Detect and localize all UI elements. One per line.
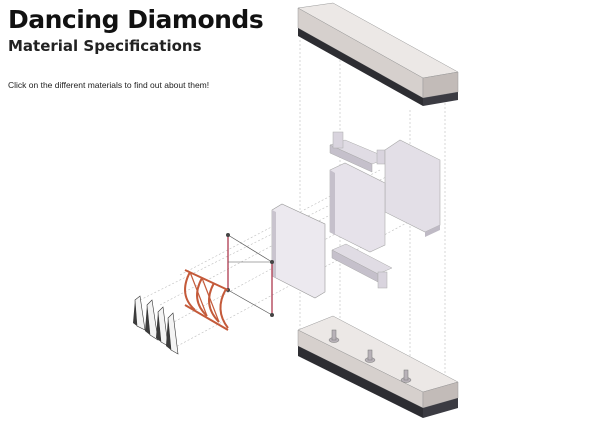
lattice-arc-4 <box>219 288 229 329</box>
inner-frame-shape <box>329 162 386 253</box>
page-subtitle: Material Specifications <box>8 37 202 55</box>
lattice-top-rail <box>184 269 229 291</box>
bottom-slab-underside-side <box>423 398 458 418</box>
instruction-text: Click on the different materials to find… <box>8 80 210 90</box>
window-frame-inner[interactable] <box>329 162 386 253</box>
diamond-fins[interactable] <box>133 295 179 355</box>
inner-frame-depth <box>330 170 335 235</box>
rod-node-4 <box>270 313 274 317</box>
fin-3-shadow <box>156 312 161 342</box>
outer-frame-shape <box>384 139 441 233</box>
bracket-bottom[interactable] <box>331 243 393 289</box>
bracket-top-arm-front <box>329 144 373 173</box>
bottom-concrete-slab[interactable] <box>297 315 459 418</box>
rod-node-1 <box>226 233 230 237</box>
bracket-top-post <box>332 131 344 149</box>
rod-link-bottom <box>227 289 273 316</box>
window-frame-outer[interactable] <box>384 139 441 237</box>
anchor-bolt-3-stem <box>403 369 409 381</box>
glazing-frame-shape <box>271 203 326 299</box>
anchor-bolt-1-stem <box>331 329 337 341</box>
outer-frame-edge <box>425 225 440 237</box>
lattice-brace-1 <box>189 271 208 317</box>
timber-lattice[interactable] <box>184 269 229 331</box>
lattice-arc-2 <box>196 277 208 317</box>
lattice-arc-3 <box>208 282 220 323</box>
page-title: Dancing Diamonds <box>8 5 264 34</box>
anchor-bolts <box>328 329 412 383</box>
lattice-brace-2 <box>201 277 220 323</box>
bracket-bottom-post <box>377 271 388 289</box>
fin-1-shadow <box>133 300 137 326</box>
fin-4-shadow <box>166 318 171 350</box>
bottom-slab-underside <box>298 346 423 418</box>
top-slab-underside-side <box>423 92 458 106</box>
rod-node-3 <box>270 260 274 264</box>
lattice-bottom-rail <box>184 304 229 331</box>
rod-link-top <box>227 234 273 263</box>
bracket-top-post-2 <box>376 149 386 165</box>
tension-rods[interactable] <box>226 233 274 317</box>
top-slab-underside <box>298 28 423 106</box>
anchor-bolt-2-stem <box>367 349 373 361</box>
lattice-arc-1 <box>184 271 196 311</box>
glazing-frame[interactable] <box>271 203 326 299</box>
fin-2-shadow <box>145 305 150 335</box>
top-concrete-slab[interactable] <box>297 2 459 106</box>
